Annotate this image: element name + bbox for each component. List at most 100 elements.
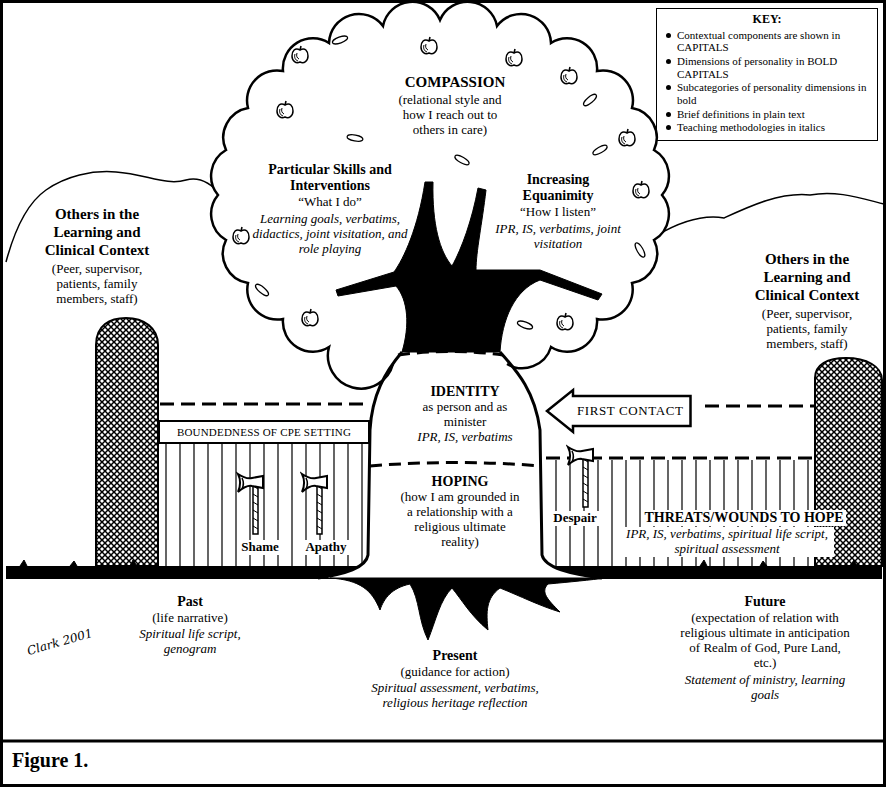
leaf	[254, 283, 270, 298]
key-list: Contextual components are shown in CAPIT…	[664, 29, 870, 134]
label-text: (life narrative)	[130, 611, 250, 626]
trunk-divider	[398, 352, 503, 356]
apple	[292, 46, 308, 63]
label-text: Shame	[239, 540, 281, 555]
trunk-outline	[500, 352, 602, 578]
leaf	[331, 34, 348, 45]
tree-text: “What I do”	[248, 195, 412, 210]
label-text: Others in the Learning and Clinical Cont…	[742, 250, 872, 304]
boundary-rail: BOUNDEDNESS OF CPE SETTING	[158, 420, 370, 444]
fence	[166, 444, 362, 566]
node-text: as person and as minister	[421, 400, 509, 430]
apple	[506, 49, 522, 66]
legend-text: Subcategories of personality dimensions …	[677, 81, 870, 106]
legend-bullet	[666, 125, 671, 130]
apple	[233, 227, 249, 244]
leaf	[633, 242, 646, 259]
tree-crown: COMPASSION (relational style and how I re…	[218, 18, 662, 370]
axe-symbol	[302, 474, 327, 534]
key-box: KEY: Contextual components are shown in C…	[656, 8, 878, 141]
tree-roots	[330, 578, 606, 640]
label-text: Future	[680, 594, 850, 610]
apple	[302, 309, 318, 326]
leaf	[454, 153, 471, 166]
apple	[561, 67, 577, 84]
hill-line	[656, 193, 884, 236]
node-text: BOUNDEDNESS OF CPE SETTING	[177, 422, 351, 442]
label-text: Present	[395, 648, 515, 664]
label-text: IPR, IS, verbatims, spiritual life scrip…	[620, 527, 834, 557]
hedge-bush	[96, 318, 158, 566]
legend-text: Teaching methodologies in italics	[677, 121, 870, 134]
legend-bullet	[666, 59, 671, 64]
key-row: Teaching methodologies in italics	[664, 121, 870, 134]
arrow-shape	[547, 390, 691, 432]
node-text: (how I am grounded in a relationship wit…	[400, 490, 520, 550]
trunk-band: IDENTITYas person and as ministerIPR, IS…	[400, 384, 530, 445]
tree-text: Increasing Equanimity	[495, 172, 621, 204]
trunk-divider	[370, 463, 541, 467]
label-text: (expectation of relation with religious …	[680, 611, 850, 671]
key-row: Contextual components are shown in CAPIT…	[664, 29, 870, 54]
crown-outline	[218, 18, 662, 370]
crown-outline	[211, 2, 669, 389]
trunk-band: HOPING(how I am grounded in a relationsh…	[385, 474, 535, 550]
figure-caption: Figure 1.	[12, 749, 88, 772]
apple	[557, 313, 573, 330]
tree-text: COMPASSION	[355, 74, 555, 91]
leaf	[592, 143, 609, 156]
leaf	[347, 134, 364, 143]
legend-bullet	[666, 33, 671, 38]
figure-frame	[0, 740, 886, 743]
label-text: (guidance for action)	[370, 665, 540, 680]
apple	[633, 181, 649, 198]
legend-bullet	[666, 85, 671, 90]
fence	[160, 403, 368, 406]
trunk-outline	[318, 352, 602, 578]
node-text: FIRST CONTACT	[577, 396, 684, 426]
tree-trunk	[318, 352, 602, 578]
legend-text: Brief definitions in plain text	[677, 108, 870, 121]
key-row: Dimensions of personality in BOLD CAPITA…	[664, 55, 870, 80]
label-text: Clark 2001	[14, 624, 106, 663]
leaf	[516, 319, 533, 330]
apple	[233, 37, 649, 330]
label-text: Spiritual life script, genogram	[130, 627, 250, 657]
tree-text: “How I listen”	[495, 205, 621, 220]
apple	[421, 37, 437, 54]
contact-arrow: FIRST CONTACT	[546, 389, 692, 433]
apple	[277, 101, 293, 118]
node-text: KEY:	[664, 13, 870, 27]
node-text: IDENTITY	[400, 384, 530, 400]
node-text: IPR, IS, verbatims	[400, 430, 530, 445]
label-text: Apathy	[303, 540, 348, 555]
crown-outline	[211, 2, 669, 389]
legend-bullet	[666, 112, 671, 117]
apple	[619, 129, 635, 146]
label-text: Spiritual assessment, verbatims, religio…	[355, 681, 555, 711]
label-text: Past	[140, 594, 240, 610]
label-text: Others in the Learning and Clinical Cont…	[32, 205, 162, 259]
legend-text: Dimensions of personality in BOLD CAPITA…	[677, 55, 870, 80]
axe-symbol	[568, 447, 593, 507]
crown-ground	[211, 2, 669, 389]
label-text: THREATS/WOUNDS TO HOPE	[642, 510, 845, 526]
label-text: Despair	[551, 511, 598, 526]
tree-text: (relational style and how I reach out to…	[386, 93, 514, 138]
key-row: Subcategories of personality dimensions …	[664, 81, 870, 106]
label-text: (Peer, supervisor, patients, family memb…	[32, 262, 162, 307]
tree-text: Learning goals, verbatims, didactics, jo…	[244, 212, 416, 257]
axe-symbol	[238, 474, 263, 534]
label-text: Statement of ministry, learning goals	[680, 673, 850, 703]
node-text: HOPING	[385, 474, 535, 490]
key-row: Brief definitions in plain text	[664, 108, 870, 121]
fence	[705, 405, 815, 408]
hill-line	[6, 172, 222, 262]
label-text: (Peer, supervisor, patients, family memb…	[742, 307, 872, 352]
legend-text: Contextual components are shown in CAPIT…	[677, 29, 870, 54]
tree-text: IPR, IS, verbatims, joint visitation	[495, 222, 621, 252]
tree-text: Particular Skills and Interventions	[248, 162, 412, 194]
